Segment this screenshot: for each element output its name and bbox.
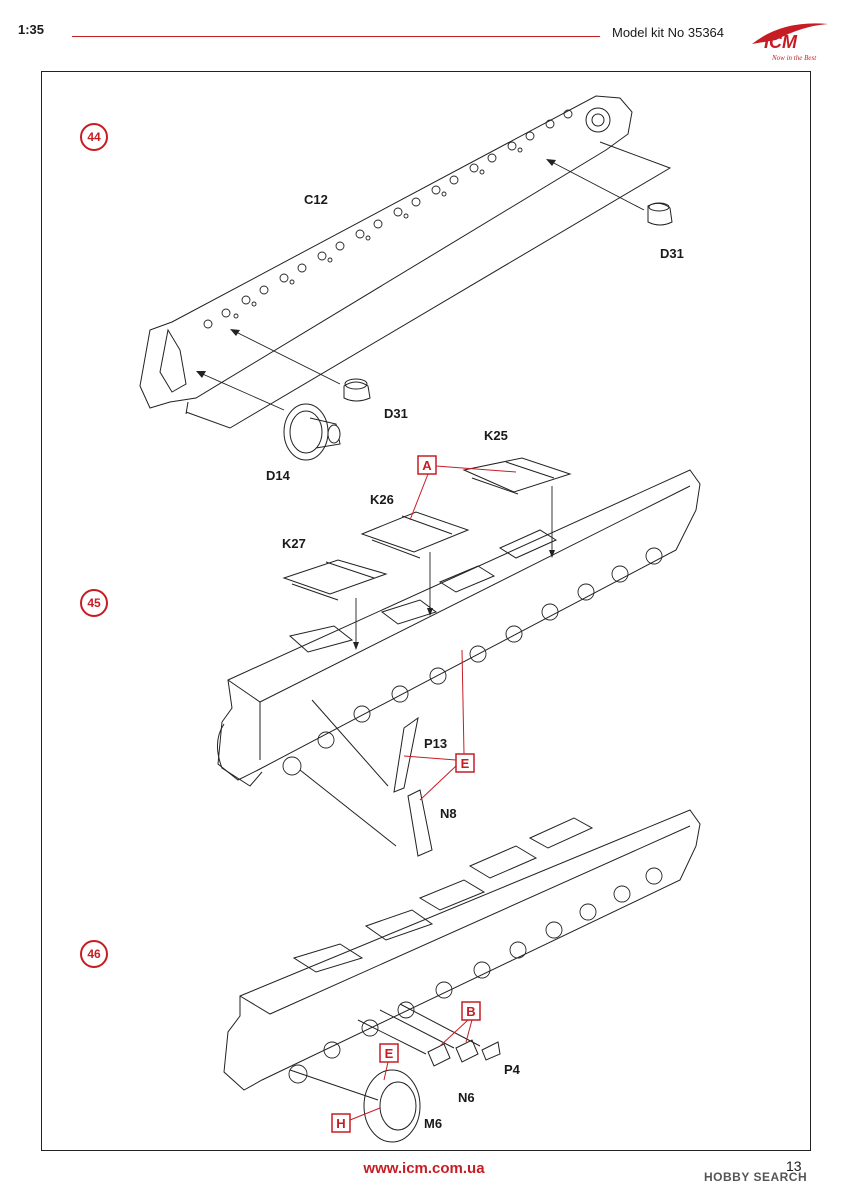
svg-text:E: E	[461, 756, 470, 771]
part-n6-p4	[357, 1003, 501, 1067]
svg-text:45: 45	[87, 596, 101, 610]
scale-label: 1:35	[18, 22, 45, 37]
logo-text: ICM	[764, 32, 798, 52]
logo-tagline: Now in the Best	[771, 54, 817, 62]
part-m6-wheel	[289, 1069, 421, 1143]
road-wheel-holes	[203, 109, 573, 329]
label-c12: C12	[304, 192, 328, 207]
step-46: 46	[80, 940, 108, 968]
step-45: 45	[80, 589, 108, 617]
svg-text:46: 46	[87, 947, 101, 961]
step-44: 44	[80, 123, 108, 151]
part-d31-bottom	[343, 378, 371, 402]
marker-b: B	[439, 1001, 481, 1047]
label-p4: P4	[504, 1062, 521, 1077]
label-n8: N8	[440, 806, 457, 821]
svg-text:B: B	[466, 1004, 475, 1019]
hull-assembly-45	[217, 469, 701, 787]
part-k25	[462, 457, 572, 495]
label-d14: D14	[266, 468, 291, 483]
svg-text:44: 44	[87, 130, 101, 144]
road-wheels-46	[288, 867, 663, 1084]
header-rule	[72, 36, 600, 37]
label-p13: P13	[424, 736, 447, 751]
label-k25: K25	[484, 428, 508, 443]
label-n6: N6	[458, 1090, 475, 1105]
svg-text:H: H	[336, 1116, 345, 1131]
label-d31-bottom: D31	[384, 406, 408, 421]
road-wheels-45	[282, 547, 663, 776]
label-d31-top: D31	[660, 246, 684, 261]
label-k27: K27	[282, 536, 306, 551]
hull-side-c12	[139, 95, 672, 429]
page-number: 13	[786, 1158, 802, 1174]
marker-e-45: E	[403, 649, 475, 801]
instruction-frame	[41, 71, 811, 1151]
part-k27	[282, 559, 388, 601]
svg-text:A: A	[422, 458, 432, 473]
marker-e-46: E	[379, 1043, 399, 1081]
marker-a: A	[409, 455, 517, 521]
watermark: HOBBY SEARCH	[704, 1170, 808, 1184]
part-p13-n8	[299, 699, 433, 857]
icm-logo: ICM Now in the Best	[752, 23, 828, 62]
website-url[interactable]: www.icm.com.ua	[363, 1160, 485, 1177]
svg-text:E: E	[385, 1046, 394, 1061]
marker-h: H	[331, 1107, 381, 1133]
part-k26	[360, 511, 470, 559]
hull-assembly-46	[223, 809, 701, 1091]
model-kit-number: Model kit No 35364	[612, 25, 725, 40]
label-k26: K26	[370, 492, 394, 507]
label-m6: M6	[424, 1116, 442, 1131]
part-d14-sprocket	[283, 403, 341, 461]
part-d31-top	[647, 202, 673, 226]
